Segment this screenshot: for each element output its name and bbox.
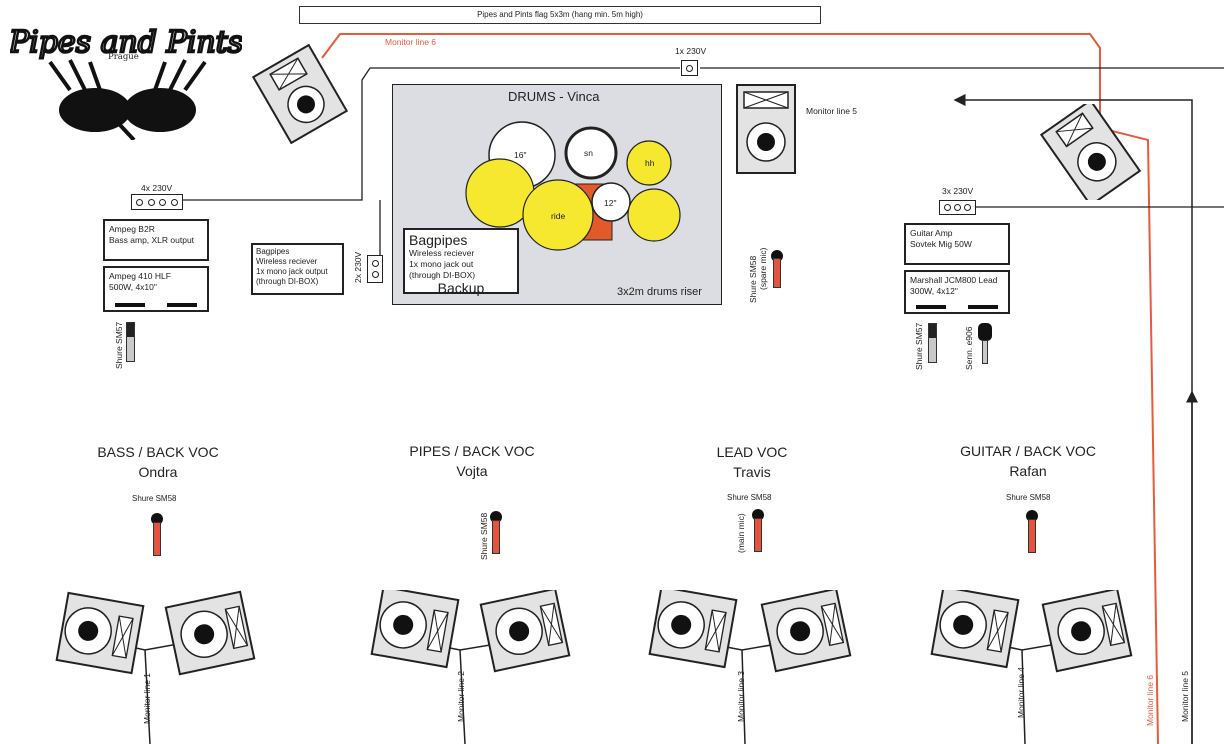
spare-mic-note: (spare mic) (758, 247, 768, 290)
monitor-line-5-bottom-label: Monitor line 5 (1180, 670, 1190, 722)
position-pipes-role: PIPES / BACK VOC (409, 443, 535, 459)
floor-wedges (55, 590, 1133, 676)
position-guitar-role: GUITAR / BACK VOC (960, 443, 1096, 459)
bass-sm57-mic-icon (126, 322, 135, 362)
monitor-line-4-label: Monitor line 4 (1016, 666, 1026, 718)
guitar-cab-desc: 300W, 4x12" (910, 286, 958, 296)
drum-kit (465, 121, 681, 251)
monitor-line-5-label: Monitor line 5 (806, 106, 858, 116)
position-guitar-name: Rafan (1009, 463, 1047, 479)
wedge-monitor-6 (250, 43, 350, 149)
monitor-line-6-label: Monitor line 6 (385, 37, 437, 47)
monitor-line-6-bottom-label: Monitor line 6 (1145, 674, 1155, 726)
power-guitar-label: 3x 230V (942, 186, 974, 196)
guitar-voc-mic-label: Shure SM58 (1006, 493, 1051, 502)
bagpipes-backup-line: Wireless reciever (409, 248, 475, 258)
guitar-amp-model: Guitar Amp (910, 228, 953, 238)
drums-title: DRUMS - Vinca (508, 89, 600, 104)
bass-voc-mic-label: Shure SM58 (132, 494, 177, 503)
wedge-monitor-5 (736, 84, 796, 174)
monitor-line-6-cable (321, 33, 1159, 744)
wedge-1b (164, 590, 256, 676)
position-bass-role: BASS / BACK VOC (97, 444, 219, 460)
drum-kick-label: 16" (514, 150, 527, 160)
guitar-e906-label: Senn. e906 (964, 326, 974, 370)
monitor-line-1-label: Monitor line 1 (142, 672, 152, 724)
bass-cab-desc: 500W, 4x10" (109, 282, 157, 292)
pipes-voc-mic-label: Shure SM58 (479, 512, 489, 560)
wedge-2b (479, 590, 571, 673)
bagpipes-main-line: (through DI-BOX) (256, 277, 319, 286)
guitar-cab-box: Marshall JCM800 Lead 300W, 4x12" (904, 270, 1010, 314)
bass-amp-box: Ampeg B2R Bass amp, XLR output (103, 219, 209, 261)
bagpipes-main-line: Wireless reciever (256, 257, 318, 266)
riser-label: 3x2m drums riser (617, 286, 702, 298)
drum-hihat-label: hh (645, 158, 655, 168)
power-bagpipes-label: 2x 230V (353, 251, 363, 283)
logo-city: Prague (108, 52, 139, 62)
wedge-3b (760, 590, 852, 673)
power-outlet-top (681, 60, 698, 76)
position-lead-role: LEAD VOC (716, 444, 788, 460)
bass-amp-desc: Bass amp, XLR output (109, 235, 195, 245)
bagpipes-main-box: Bagpipes Wireless reciever 1x mono jack … (251, 243, 344, 295)
wedge-3a (648, 590, 738, 669)
drum-tom-label: 12" (604, 198, 617, 208)
bagpipes-backup-line: (through DI-BOX) (409, 270, 476, 280)
bagpipes-main-line: Bagpipes (256, 247, 290, 256)
guitar-sm57-mic-icon (928, 323, 937, 363)
guitar-amp-desc: Sovtek Mig 50W (910, 239, 972, 249)
spare-mic-body (773, 258, 781, 288)
bass-cab-box: Ampeg 410 HLF 500W, 4x10" (103, 266, 209, 312)
wedge-monitor-6-right (1038, 98, 1142, 207)
bass-sm57-label: Shure SM57 (114, 321, 124, 369)
drum-ride-label: ride (551, 211, 566, 221)
power-bass-label: 4x 230V (141, 183, 173, 193)
guitar-amp-box: Guitar Amp Sovtek Mig 50W (904, 223, 1010, 265)
bagpipes-main-line: 1x mono jack output (256, 267, 328, 276)
bagpipes-backup-box: Bagpipes Wireless reciever 1x mono jack … (403, 228, 519, 296)
position-pipes-name: Vojta (456, 463, 488, 479)
wedge-1a (55, 591, 145, 675)
bagpipes-backup-footer: Backup (437, 280, 485, 296)
guitar-sm57-label: Shure SM57 (914, 322, 924, 370)
svg-text:Pipes and Pints: Pipes and Pints (10, 25, 242, 60)
position-lead-name: Travis (733, 464, 771, 480)
lead-voc-mic-note: (main mic) (736, 513, 746, 553)
wedge-2a (370, 590, 460, 669)
bagpipes-backup-title: Bagpipes (409, 232, 468, 248)
spare-mic-label: Shure SM58 (748, 255, 758, 303)
wedge-4a (930, 590, 1020, 669)
drum-snare-label: sn (584, 148, 593, 158)
power-top-label: 1x 230V (675, 46, 707, 56)
wedge-4b (1041, 590, 1133, 673)
monitor-line-3-label: Monitor line 3 (736, 670, 746, 722)
guitar-cab-model: Marshall JCM800 Lead (910, 275, 998, 285)
guitar-e906-mic-icon (978, 323, 992, 341)
band-flag: Pipes and Pints flag 5x3m (hang min. 5m … (299, 6, 821, 24)
power-outlet-bass (131, 194, 183, 210)
band-logo: Pipes and Pints Prague (7, 10, 244, 142)
bass-amp-model: Ampeg B2R (109, 224, 155, 234)
monitor-line-2-label: Monitor line 2 (456, 670, 466, 722)
power-outlet-guitar (939, 200, 976, 215)
bass-cab-model: Ampeg 410 HLF (109, 271, 171, 281)
power-outlet-bagpipes (367, 255, 383, 283)
bagpipes-backup-line: 1x mono jack out (409, 259, 474, 269)
position-bass-name: Ondra (138, 464, 178, 480)
lead-voc-mic-label: Shure SM58 (727, 493, 772, 502)
